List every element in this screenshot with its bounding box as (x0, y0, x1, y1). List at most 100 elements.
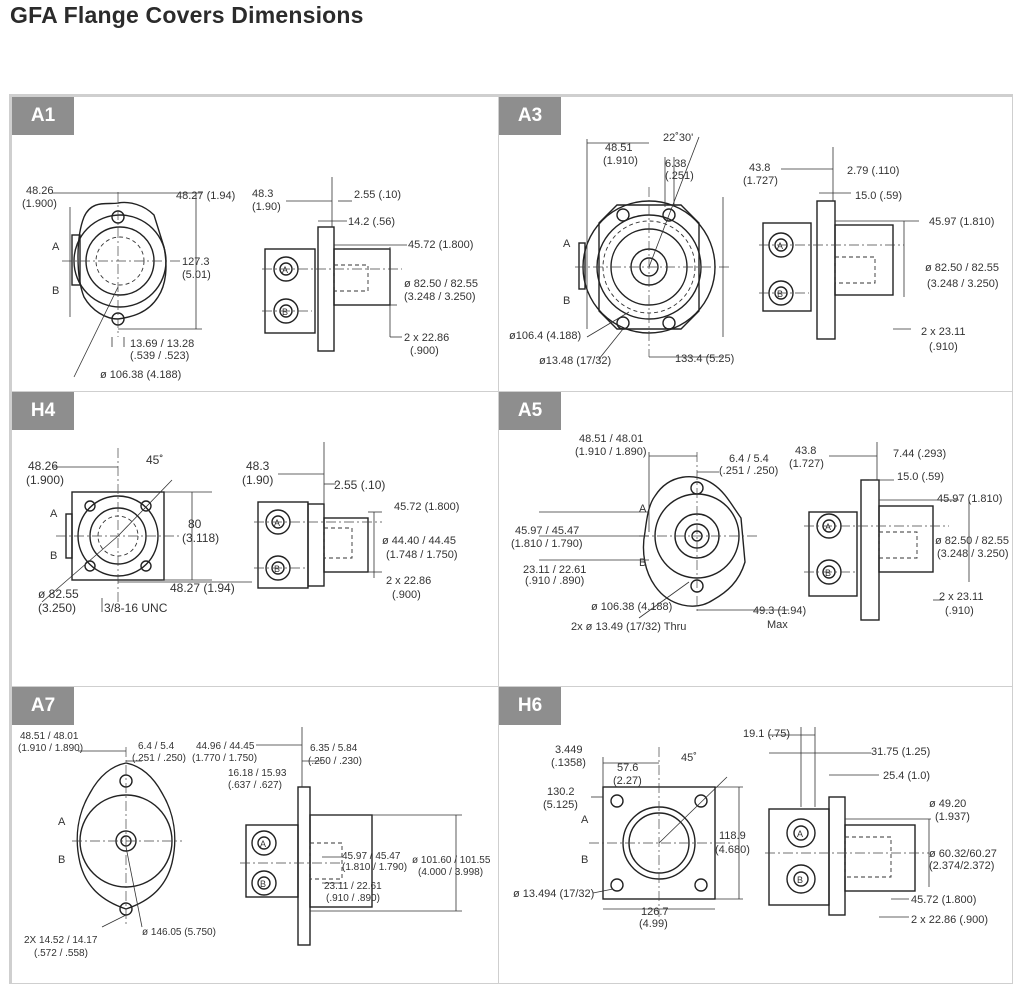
a7-label-17: (1.810 / 1.790) (342, 862, 407, 873)
a3-label-12: (1.727) (743, 175, 778, 187)
a5-label-25: B (825, 568, 831, 578)
a7-label-3: 6.4 / 5.4 (138, 741, 175, 752)
h6-label-12: ø 13.494 (17/32) (513, 888, 594, 900)
h6-label-6: 130.2 (547, 786, 575, 798)
a5-label-12: 2x ø 13.49 (17/32) Thru (571, 621, 686, 633)
a5-label-19: 45.97 (1.810) (937, 493, 1002, 505)
a3-label-5: (.251) (665, 170, 694, 182)
h4-label-13: (1.90) (242, 473, 273, 487)
a3-bolt-hole-4 (662, 316, 676, 330)
panel-tab-a3: A3 (499, 97, 561, 135)
h6-label-11: (4.680) (715, 844, 750, 856)
h6-label-8: A (581, 814, 589, 826)
a1-label-2: (1.900) (22, 198, 57, 210)
a3-label-21: B (777, 289, 783, 299)
a1-label-12: (1.90) (252, 201, 281, 213)
a3-side-shaft (834, 224, 894, 296)
h6-label-13: 126.7 (641, 906, 669, 918)
a1-label-20: A (282, 265, 288, 275)
h4-drawing: 48.26 (1.900) 45˚ A B 80 (3.118) 48.27 (… (26, 442, 459, 615)
panel-a5: A5 48.51 / 48.01 (1.910 / 1.890) 6.4 / 5… (498, 391, 1013, 687)
a5-label-14: Max (767, 619, 788, 631)
a7-label-6: B (58, 854, 65, 866)
h4-label-11: 3/8-16 UNC (104, 601, 168, 615)
panel-a3: A3 48.51 (1.910) (498, 96, 1013, 392)
h6-label-14: (4.99) (639, 918, 668, 930)
h6-label-10: 118.9 (719, 830, 746, 842)
a5-label-18: 15.0 (.59) (897, 471, 944, 483)
h4-label-1: 48.26 (28, 459, 58, 473)
h6-label-4: (2.27) (613, 775, 642, 787)
h4-label-20: A (274, 518, 280, 528)
a5-drawing: 48.51 / 48.01 (1.910 / 1.890) 6.4 / 5.4 … (511, 433, 1009, 633)
a1-label-10: ø 106.38 (4.188) (100, 369, 181, 381)
a7-label-18: 23.11 / 22.61 (324, 881, 382, 892)
h6-label-16: 31.75 (1.25) (871, 746, 930, 758)
h4-label-17: (1.748 / 1.750) (386, 549, 458, 561)
panel-a7: A7 48.51 / 48.01 (1.910 / 1.890) 6.4 / 5… (11, 686, 499, 984)
h6-bolt-hole-3 (610, 878, 624, 892)
h6-side-body (768, 808, 830, 906)
a1-side-body (264, 248, 316, 334)
a3-side-flange (816, 200, 836, 340)
h4-side-body (257, 501, 309, 589)
a7-label-1: 48.51 / 48.01 (20, 731, 79, 742)
a1-side-shaft (333, 248, 391, 306)
h6-bolt-hole-4 (694, 878, 708, 892)
panel-a1: A1 48.26 (1.900) 48.27 (1.94) A B (11, 96, 499, 392)
a7-drawing: 48.51 / 48.01 (1.910 / 1.890) 6.4 / 5.4 … (18, 727, 491, 959)
panel-tab-a5: A5 (499, 392, 561, 430)
h4-label-5: B (50, 550, 57, 562)
h6-label-20: ø 60.32/60.27 (929, 848, 997, 860)
a1-label-15: 45.72 (1.800) (408, 239, 473, 251)
a3-label-1: 48.51 (605, 142, 633, 154)
a3-label-13: 2.79 (.110) (847, 165, 899, 177)
a3-label-20: A (777, 241, 783, 251)
h6-label-7: (5.125) (543, 799, 578, 811)
a3-bolt-hole-1 (616, 208, 630, 222)
a5-label-15: 43.8 (795, 445, 816, 457)
a7-label-11: (1.770 / 1.750) (192, 753, 257, 764)
a5-side-body (808, 511, 858, 597)
a5-label-8: B (639, 557, 646, 569)
a3-label-14: 15.0 (.59) (855, 190, 902, 202)
a1-label-11: 48.3 (252, 188, 273, 200)
h4-label-12: 48.3 (246, 459, 270, 473)
h4-label-3: 45˚ (146, 453, 163, 467)
h4-label-10: (3.250) (38, 601, 76, 615)
h6-label-2: (.1358) (551, 757, 586, 769)
a1-label-19: (.900) (410, 345, 439, 357)
a5-label-23: (.910) (945, 605, 974, 617)
a3-label-10: 133.4 (5.25) (675, 353, 734, 365)
h4-bolt-hole-3 (84, 560, 96, 572)
diagram-grid: A1 48.26 (1.900) 48.27 (1.94) A B (9, 94, 1013, 984)
a3-drawing: 48.51 (1.910) 22˚30' 6.38 (.251) A B ø10… (509, 132, 999, 367)
a7-label-2: (1.910 / 1.890) (18, 743, 83, 754)
a1-label-17: (3.248 / 3.250) (404, 291, 476, 303)
a5-label-22: 2 x 23.11 (939, 591, 983, 603)
a3-label-15: 45.97 (1.810) (929, 216, 994, 228)
a1-label-9: (.539 / .523) (130, 350, 189, 362)
a1-label-21: B (282, 307, 288, 317)
a5-side-shaft (878, 505, 934, 573)
h6-label-3: 57.6 (617, 762, 638, 774)
a1-label-5: B (52, 285, 59, 297)
h6-side-flange (828, 796, 846, 916)
a7-label-13: (.250 / .230) (308, 756, 362, 767)
a5-label-20: ø 82.50 / 82.55 (935, 535, 1009, 547)
a5-label-4: (.251 / .250) (719, 465, 778, 477)
h4-label-14: 2.55 (.10) (334, 478, 385, 492)
a7-side-flange (297, 786, 311, 946)
a5-label-11: ø 106.38 (4.188) (591, 601, 672, 613)
h4-bolt-hole-1 (84, 500, 96, 512)
a1-label-8: 13.69 / 13.28 (130, 338, 194, 350)
h4-label-19: (.900) (392, 589, 421, 601)
a3-label-4: 6.38 (665, 158, 686, 170)
a3-label-17: (3.248 / 3.250) (927, 278, 999, 290)
a7-label-15: (.637 / .627) (228, 780, 282, 791)
panel-h4: H4 48.26 (1.900) 45˚ A B 8 (11, 391, 499, 687)
h6-label-25: B (797, 875, 803, 885)
h6-label-19: (1.937) (935, 811, 970, 823)
h6-side-shaft (844, 824, 916, 892)
a1-drawing: 48.26 (1.900) 48.27 (1.94) A B 127.3 (5.… (22, 177, 478, 381)
